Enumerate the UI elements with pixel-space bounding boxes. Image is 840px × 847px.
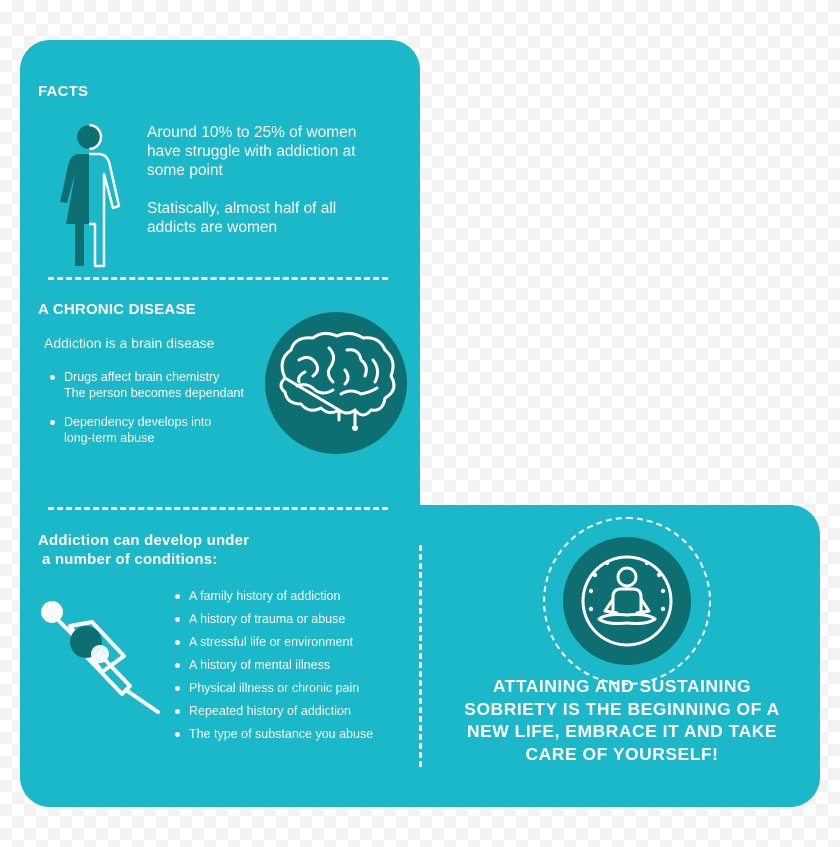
infographic-panel-top <box>20 40 420 560</box>
facts-heading: FACTS <box>38 83 89 100</box>
meditating-person-icon <box>577 551 677 651</box>
divider <box>48 277 388 280</box>
chronic-intro: Addiction is a brain disease <box>44 335 215 351</box>
dashed-ring <box>543 517 711 685</box>
list-item: A history of trauma or abuse <box>173 611 403 634</box>
list-item: Repeated history of addiction <box>173 703 403 726</box>
woman-man-split-icon <box>58 123 122 268</box>
sobriety-slogan: ATTAINING AND SUSTAINING SOBRIETY IS THE… <box>464 676 780 764</box>
facts-stat-women: Around 10% to 25% of women have struggle… <box>147 124 357 179</box>
chronic-disease-heading: A CHRONIC DISEASE <box>38 301 196 318</box>
list-item: Drugs affect brain chemistry The person … <box>48 369 268 401</box>
syringe-icon <box>40 598 160 718</box>
conditions-list: A family history of addiction A history … <box>173 588 403 749</box>
list-item: A family history of addiction <box>173 588 403 611</box>
facts-stat-half: Statiscally, almost half of all addicts … <box>147 200 337 236</box>
chronic-bullet-list: Drugs affect brain chemistry The person … <box>48 369 268 446</box>
list-item: Dependency develops into long-term abuse <box>48 414 268 446</box>
divider <box>48 507 388 510</box>
list-item: Physical illness or chronic pain <box>173 680 403 703</box>
list-item: A history of mental illness <box>173 657 403 680</box>
list-item: The type of substance you abuse <box>173 726 403 749</box>
divider <box>419 545 422 767</box>
list-item: A stressful life or environment <box>173 634 403 657</box>
conditions-heading: Addiction can develop under a number of … <box>38 532 250 568</box>
melting-brain-icon <box>275 330 399 434</box>
